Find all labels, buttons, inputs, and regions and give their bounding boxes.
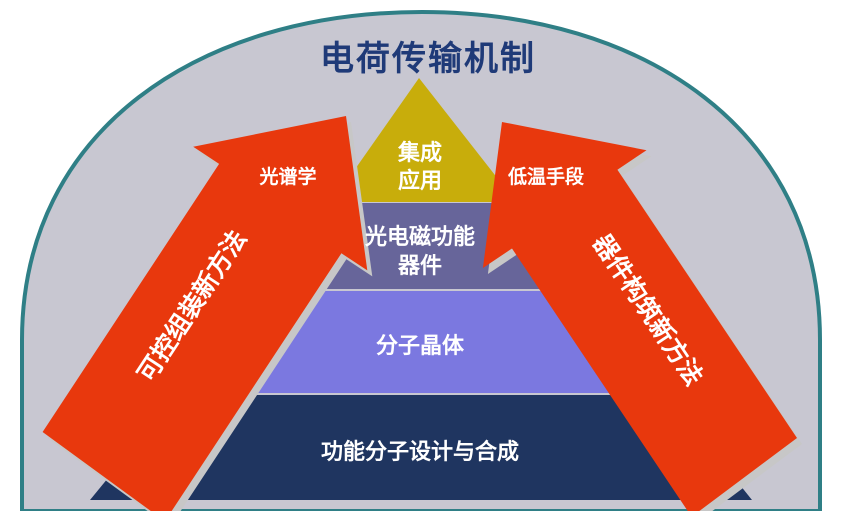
pyramid-labels: 集成 应用 光电磁功能 器件 分子晶体 功能分子设计与合成 bbox=[321, 140, 519, 465]
level-label-molecule-design: 功能分子设计与合成 bbox=[321, 439, 519, 465]
level-label-optoelectronic-devices-line1: 光电磁功能 bbox=[364, 224, 475, 250]
right-arrow-group: 器件构筑新方法 bbox=[482, 122, 802, 515]
level-label-optoelectronic-devices-line2: 器件 bbox=[397, 254, 442, 279]
pyramid-level-molecule-design bbox=[90, 395, 752, 500]
pyramid-level-integrated-application bbox=[332, 78, 516, 202]
right-arrow bbox=[482, 122, 797, 515]
left-arrow-group: 可控组装新方法 bbox=[42, 116, 373, 515]
spectroscopy-label: 光谱学 bbox=[258, 165, 316, 188]
diagram-title: 电荷传输机制 bbox=[320, 39, 536, 79]
low-temperature-label: 低温手段 bbox=[507, 165, 585, 188]
left-arrow bbox=[42, 116, 368, 515]
level-label-molecular-crystal: 分子晶体 bbox=[376, 334, 465, 359]
level-label-integrated-application-line1: 集成 bbox=[397, 140, 442, 166]
level-label-integrated-application-line2: 应用 bbox=[398, 168, 442, 194]
